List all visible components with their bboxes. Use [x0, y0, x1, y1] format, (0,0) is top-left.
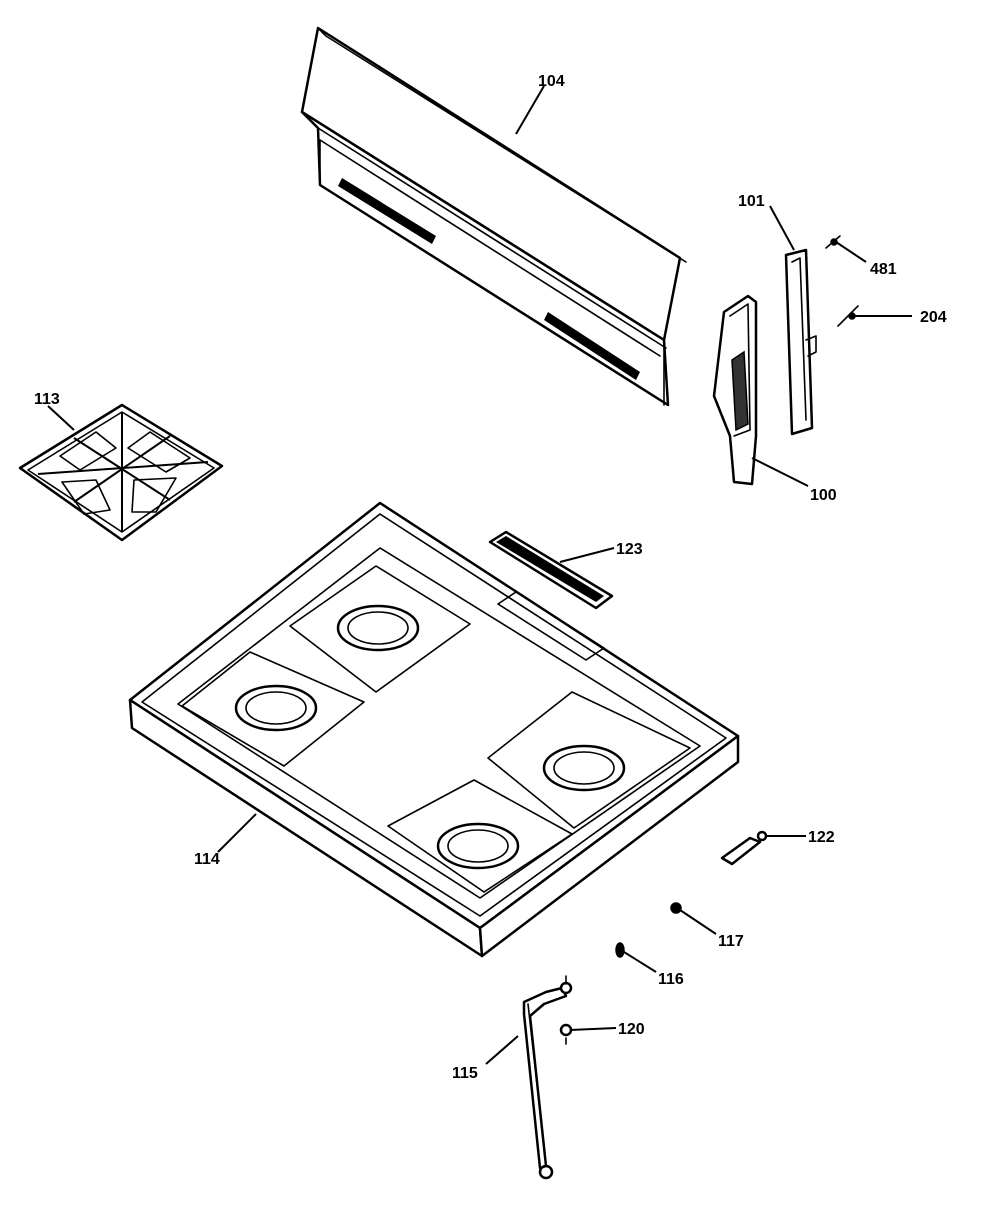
rod-part — [522, 975, 573, 1180]
label-120: 120 — [618, 1021, 645, 1038]
label-117: 117 — [718, 933, 744, 950]
label-113: 113 — [34, 391, 60, 408]
leader-lines — [47, 85, 912, 1065]
label-100: 100 — [810, 487, 837, 504]
label-123: 123 — [616, 541, 643, 558]
small-nut-part — [670, 902, 682, 914]
clip-part — [720, 830, 768, 866]
label-122: 122 — [808, 829, 835, 846]
cooktop-main-top — [128, 501, 740, 958]
label-115: 115 — [452, 1065, 478, 1082]
label-481: 481 — [870, 261, 897, 278]
label-114: 114 — [194, 851, 220, 868]
vent-trim — [488, 530, 614, 610]
label-101: 101 — [738, 193, 765, 210]
label-104: 104 — [538, 73, 565, 90]
small-spring-part — [615, 942, 625, 958]
label-204: 204 — [920, 309, 947, 326]
backguard-panel — [300, 26, 687, 407]
label-116: 116 — [658, 971, 684, 988]
burner-grate — [18, 403, 224, 542]
end-cap-outer-part — [712, 294, 758, 486]
end-cap-inner-part — [784, 235, 859, 436]
